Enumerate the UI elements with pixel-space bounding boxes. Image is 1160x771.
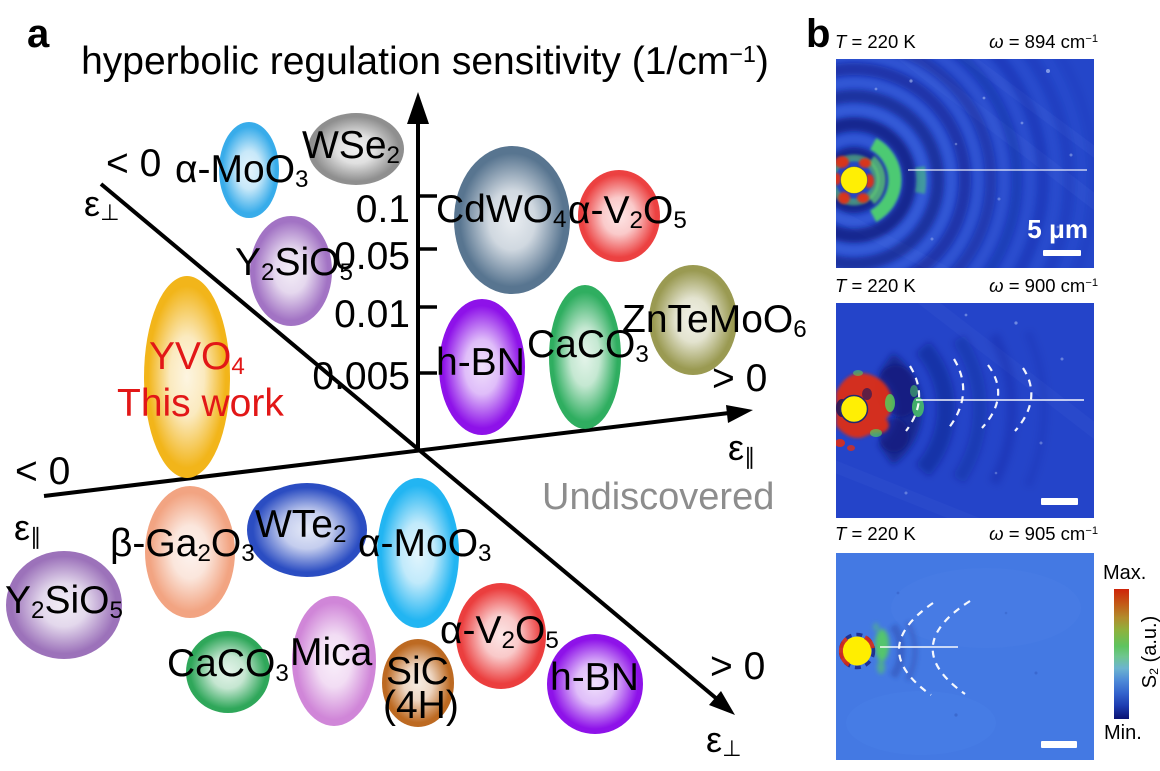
map3-header: T = 220 K ω = 905 cm−1 (835, 523, 1098, 544)
material-label-alpha-v2o5-upper: α-V2O5 (568, 189, 687, 234)
material-label-wte2: WTe2 (255, 503, 347, 548)
material-label-beta-ga2o3: β-Ga2O3 (110, 522, 255, 567)
material-ellipse-alpha-moo3-lower (377, 478, 459, 628)
material-ellipse-h-bn-upper (439, 299, 525, 435)
material-ellipse-y2sio5-lower (6, 551, 122, 659)
map1-frequency: ω = 894 cm−1 (989, 31, 1098, 52)
material-label-sic-4h: SiC (386, 650, 449, 693)
material-label-alpha-moo3-upper: α-MoO3 (175, 148, 309, 193)
material-label-sic-4h-line2: (4H) (383, 684, 459, 727)
label-eps-perp-positive: > 0 (710, 645, 766, 688)
label-eps-perp-negative: < 0 (106, 142, 162, 185)
panel-a-title: hyperbolic regulation sensitivity (1/cm−… (81, 40, 769, 83)
panel-a-letter: a (27, 12, 50, 56)
material-label-yvo4-this-work: YVO4 (149, 335, 245, 380)
scalebar-map1 (1043, 250, 1081, 256)
material-label-y2sio5-upper: Y2SiO5 (235, 241, 353, 286)
colorbar-axis-label: S2 (a.u.) (1139, 615, 1160, 689)
material-label-wse2: WSe2 (302, 124, 400, 169)
scalebar-label: 5 μm (1027, 214, 1088, 244)
material-label-alpha-moo3-lower: α-MoO3 (358, 522, 492, 567)
material-label-zntemoo6: ZnTeMoO6 (622, 298, 807, 343)
material-label-h-bn-lower: h-BN (550, 656, 639, 699)
nearfield-map-894 (836, 59, 1094, 268)
undiscovered-label: Undiscovered (542, 476, 775, 518)
material-ellipse-caco3-lower (186, 631, 270, 713)
panel-b-letter: b (806, 12, 831, 56)
tick-label-0.05: 0.05 (334, 235, 410, 278)
colorbar-max-label: Max. (1103, 562, 1147, 584)
material-ellipse-wse2 (308, 113, 404, 185)
axis-symbol-eps-par-right: ε∥ (728, 427, 756, 470)
material-label-mica: Mica (290, 631, 373, 674)
material-ellipse-y2sio5-upper (250, 216, 332, 326)
material-label-yvo4-this-work-line2: This work (117, 382, 284, 425)
material-label-caco3-upper: CaCO3 (527, 323, 649, 368)
colorbar-min-label: Min. (1104, 722, 1142, 744)
material-ellipse-wte2 (247, 483, 367, 577)
material-label-h-bn-upper: h-BN (436, 341, 525, 384)
material-label-y2sio5-lower: Y2SiO5 (5, 579, 123, 624)
material-ellipse-sic-4h (382, 639, 454, 727)
material-ellipse-alpha-v2o5-lower (456, 583, 546, 689)
tick-label-0.005: 0.005 (312, 355, 410, 398)
material-ellipse-zntemoo6 (649, 265, 737, 375)
material-ellipse-mica (292, 596, 376, 726)
material-ellipse-alpha-v2o5-upper (578, 170, 660, 262)
map1-temperature: T = 220 K (835, 31, 916, 52)
map1-header: T = 220 K ω = 894 cm−1 (835, 31, 1098, 52)
tick-label-0.01: 0.01 (334, 293, 410, 336)
material-ellipse-h-bn-lower (547, 634, 643, 734)
colorbar (1114, 589, 1129, 719)
scalebar-map3 (1041, 741, 1077, 748)
nearfield-map-905 (836, 553, 1094, 760)
map2-header: T = 220 K ω = 900 cm−1 (835, 275, 1098, 296)
map3-temperature: T = 220 K (835, 523, 916, 544)
map2-temperature: T = 220 K (835, 275, 916, 296)
axis-line-eps-perp (99, 182, 719, 701)
arrowhead-vertical (407, 92, 429, 124)
material-ellipse-caco3-upper (549, 285, 621, 429)
material-ellipse-beta-ga2o3 (145, 486, 235, 618)
axis-symbol-eps-perp-top: ε⊥ (84, 183, 120, 226)
nearfield-map-900 (836, 303, 1094, 518)
axis-line-eps-par (43, 411, 730, 498)
tick-label-0.1: 0.1 (355, 188, 410, 231)
label-eps-par-negative: < 0 (15, 450, 71, 493)
map3-frequency: ω = 905 cm−1 (989, 523, 1098, 544)
material-label-alpha-v2o5-lower: α-V2O5 (440, 609, 559, 654)
material-ellipse-yvo4-this-work (144, 276, 230, 478)
label-eps-par-positive: > 0 (712, 357, 768, 400)
material-ellipse-cdwo4 (454, 146, 570, 294)
scalebar-map2 (1041, 498, 1078, 505)
axis-symbol-eps-par-left: ε∥ (14, 507, 42, 550)
arrowhead-eps-perp (709, 691, 735, 715)
material-ellipse-alpha-moo3-upper (219, 122, 279, 218)
map2-frequency: ω = 900 cm−1 (989, 275, 1098, 296)
material-label-cdwo4: CdWO4 (436, 188, 567, 233)
arrowhead-eps-par (726, 405, 753, 423)
axis-symbol-eps-perp-bottom: ε⊥ (706, 719, 742, 762)
material-label-caco3-lower: CaCO3 (167, 642, 289, 687)
